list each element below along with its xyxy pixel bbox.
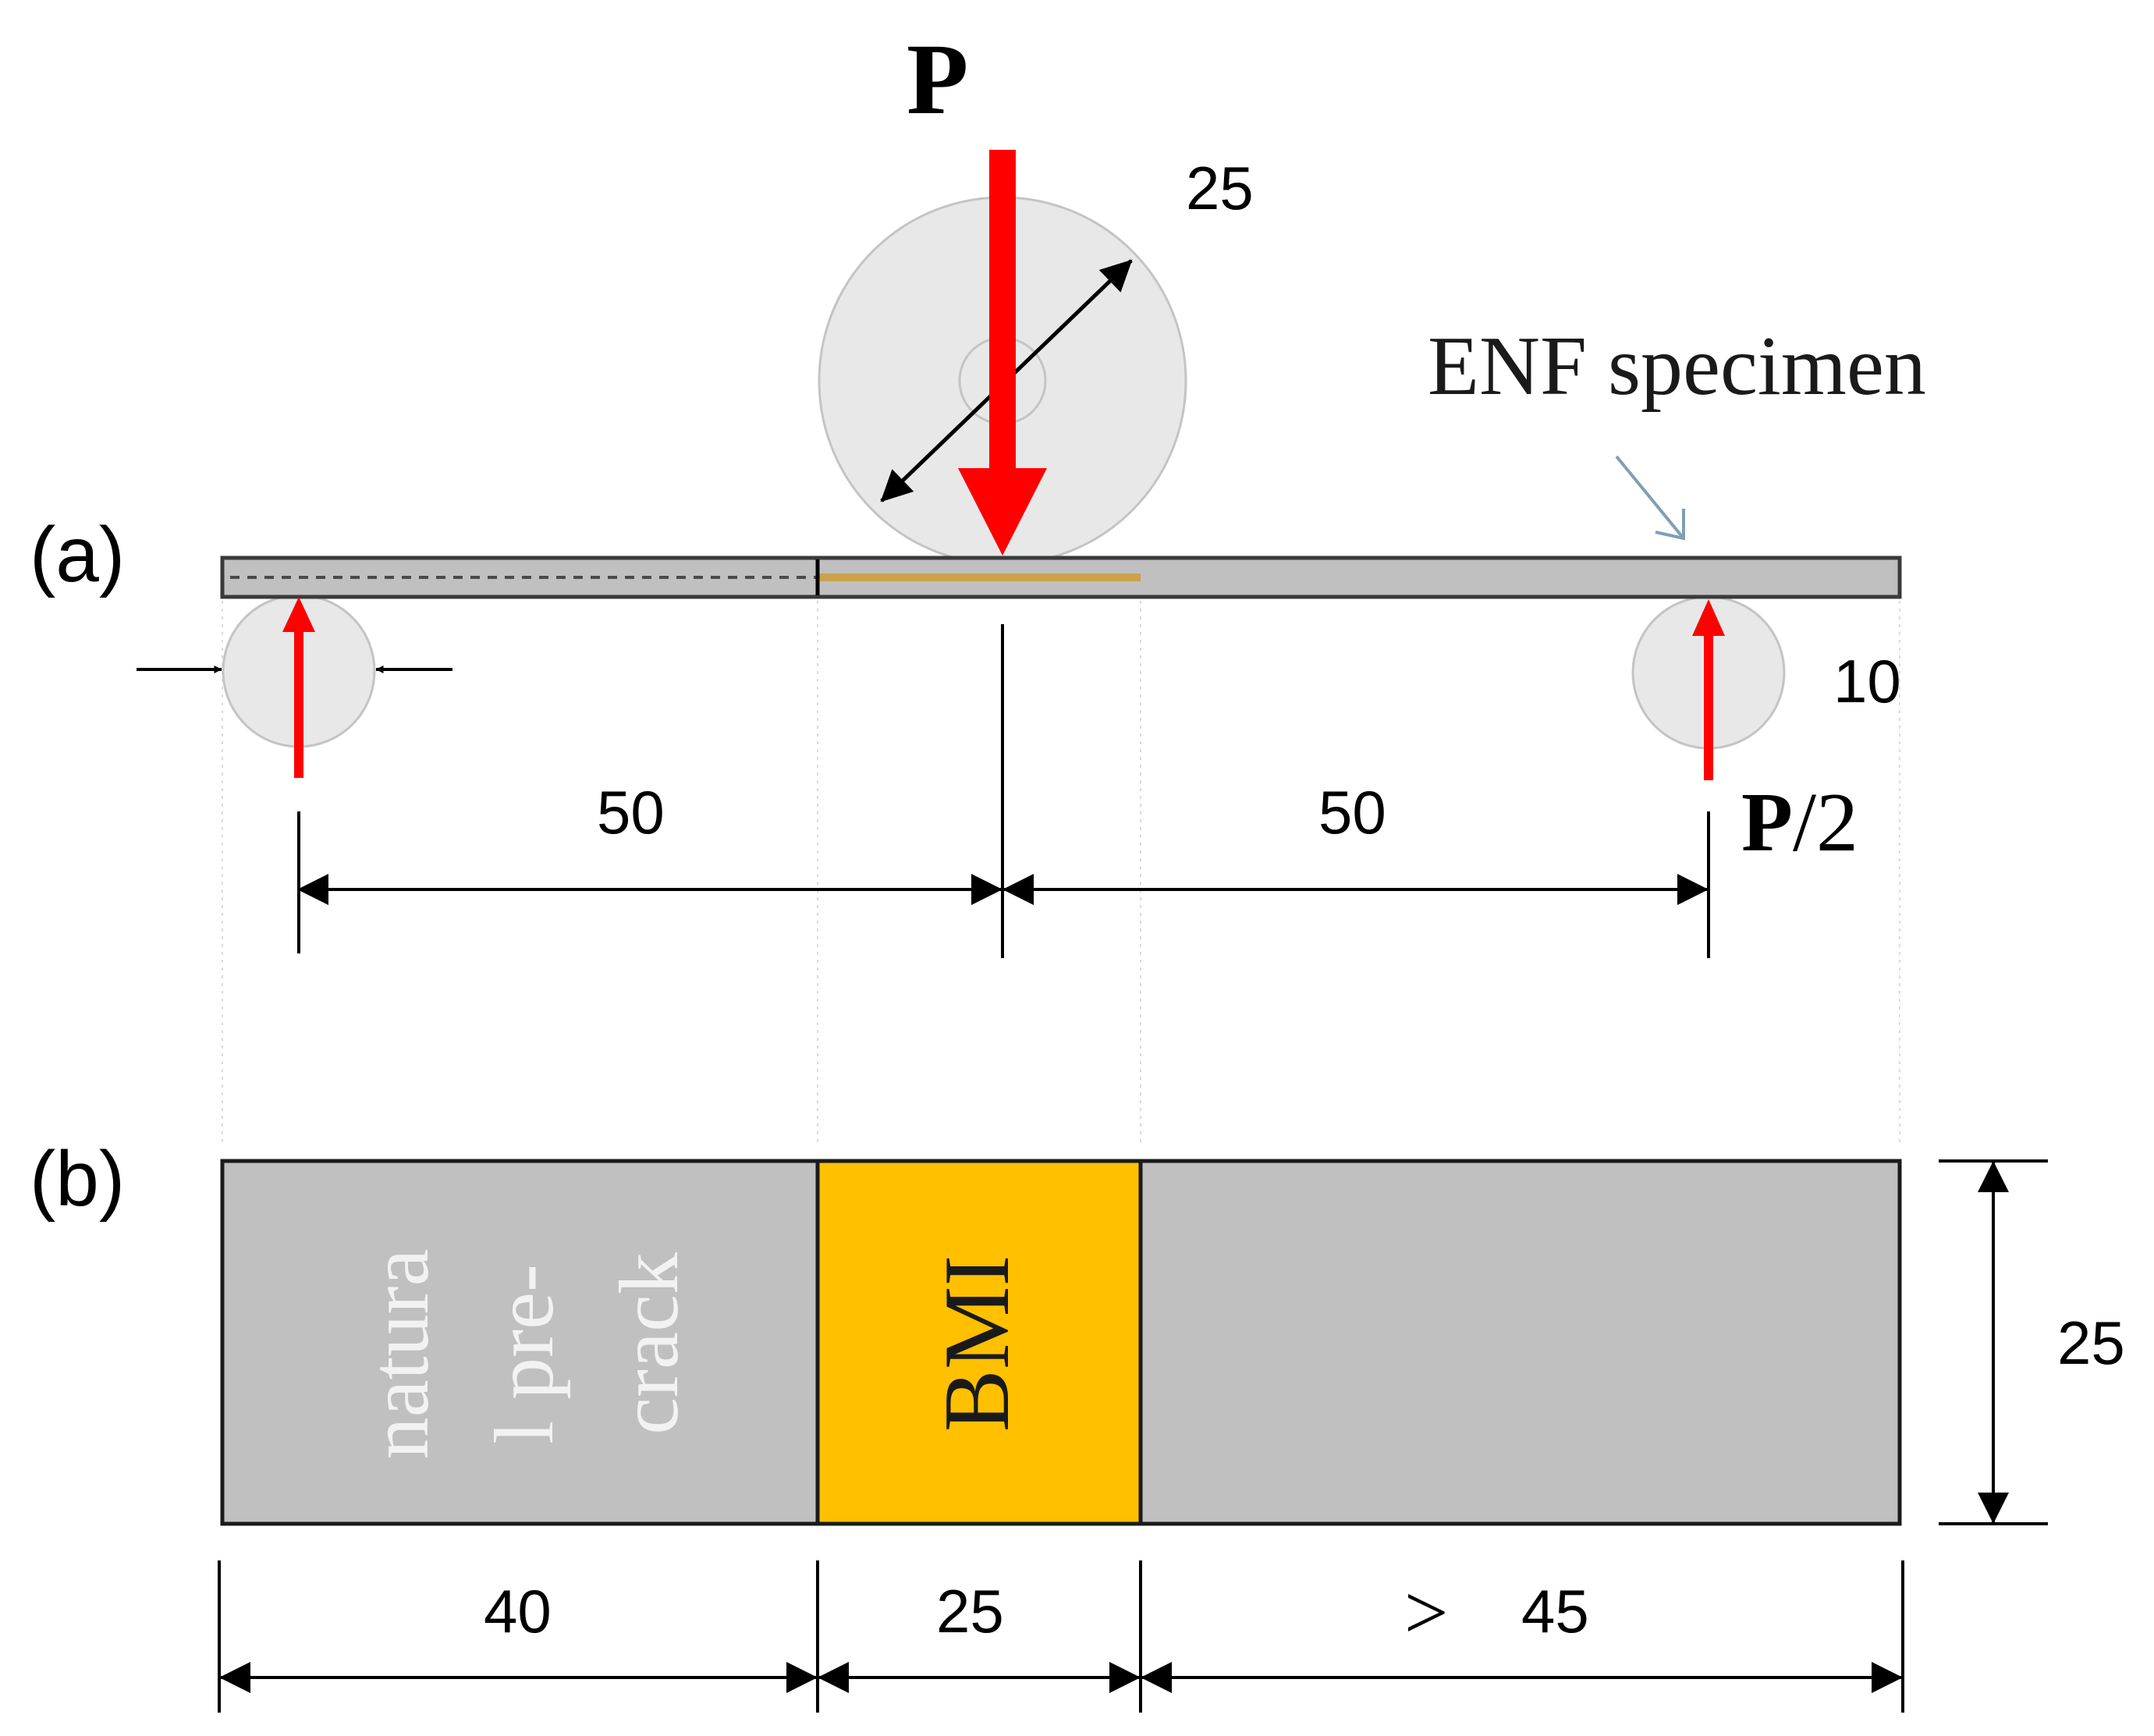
remaining-length-symbol: > [1404, 1569, 1448, 1656]
specimen-top-view [220, 1159, 1902, 1526]
bmi-interlayer-side [819, 573, 1141, 581]
remaining-length-label: 45 [1521, 1577, 1589, 1645]
reaction-symbol: P [1741, 776, 1793, 869]
reaction-label: P/2 [1741, 776, 1858, 869]
span-right-label: 50 [1318, 778, 1386, 847]
left-reaction-head [282, 597, 315, 632]
precrack-line-3: crack [603, 1252, 696, 1435]
specimen-label: ENF specimen [1428, 320, 1926, 413]
precrack-length-label: 40 [484, 1577, 552, 1645]
panel-b-label: (b) [30, 1135, 125, 1223]
precrack-region [220, 1159, 820, 1526]
panel-a-label: (a) [30, 511, 125, 598]
specimen-pointer [1615, 455, 1685, 541]
specimen-pointer-head [1655, 509, 1685, 541]
left-reaction-arrow [282, 597, 315, 778]
load-label: P [907, 23, 968, 136]
right-reaction-shaft [1704, 632, 1713, 780]
precrack-line-1: natura [353, 1249, 446, 1460]
left-reaction-shaft [294, 628, 303, 778]
load-arrow [958, 150, 1047, 556]
specimen-pointer-line [1615, 455, 1685, 540]
right-reaction-arrow [1692, 599, 1725, 780]
bmi-length-label: 25 [936, 1577, 1004, 1645]
width-dimension [1939, 1159, 2048, 1525]
bmi-region [815, 1159, 1143, 1526]
precrack-label: natura l pre- crack [353, 1228, 696, 1460]
length-dimension-lines [218, 1560, 1904, 1713]
right-reaction-head [1692, 599, 1725, 636]
load-arrow-head [958, 468, 1047, 556]
span-left-label: 50 [597, 778, 665, 847]
width-label: 25 [2057, 1308, 2125, 1377]
span-dimension-lines [297, 624, 1710, 958]
roller-diameter-label: 25 [1186, 154, 1254, 222]
reaction-fraction: /2 [1793, 776, 1858, 869]
bmi-label: BMI [924, 1255, 1028, 1432]
precrack-line-2: l pre- [478, 1264, 571, 1444]
specimen-side-view [220, 556, 1902, 599]
support-diameter-label: 10 [1833, 647, 1901, 715]
load-arrow-shaft [989, 150, 1016, 471]
remaining-region [1138, 1159, 1902, 1526]
